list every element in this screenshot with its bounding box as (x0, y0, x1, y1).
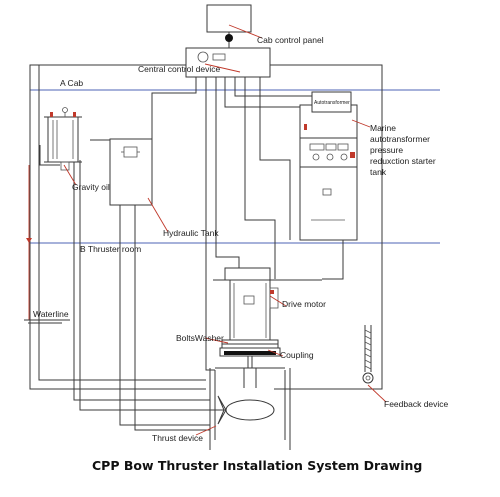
a-cab-label: A Cab (60, 78, 83, 88)
drive-motor-label: Drive motor (282, 299, 326, 309)
waterline-marker (24, 165, 70, 324)
waterline-label: Waterline (33, 309, 69, 319)
autotransformer-plate-label: Autotransformer (314, 100, 350, 106)
bolts-washer (221, 339, 279, 349)
cab-control-panel (206, 4, 252, 48)
gravity-oil-tank-label: Gravity oil Tank (72, 182, 131, 192)
feedback-device (362, 325, 374, 384)
drive-motor (213, 267, 322, 341)
hydraulic-tank (109, 138, 153, 206)
hydraulic-tank-label: Hydraulic Tank (163, 228, 219, 238)
coupling (219, 347, 281, 368)
thrust-device-label: Thrust device (152, 433, 203, 443)
gravity-oil-tank (44, 107, 82, 171)
central-control-device-label: Central control device (138, 64, 220, 74)
cab-control-panel-label: Cab control panel (257, 35, 324, 45)
starter-tank-label: Marine autotransformer pressure reduxcti… (370, 123, 438, 177)
coupling-label: Coupling (280, 350, 314, 360)
bolts-washer-label: BoltsWasher (176, 333, 224, 343)
thrust-device (200, 367, 291, 450)
central-control-device (185, 47, 271, 78)
feedback-device-label: Feedback device (384, 399, 449, 409)
starter-tank: Autotransformer (299, 91, 358, 241)
b-thruster-room-label: B Thruster room (80, 244, 141, 254)
diagram-caption: CPP Bow Thruster Installation System Dra… (92, 458, 422, 473)
